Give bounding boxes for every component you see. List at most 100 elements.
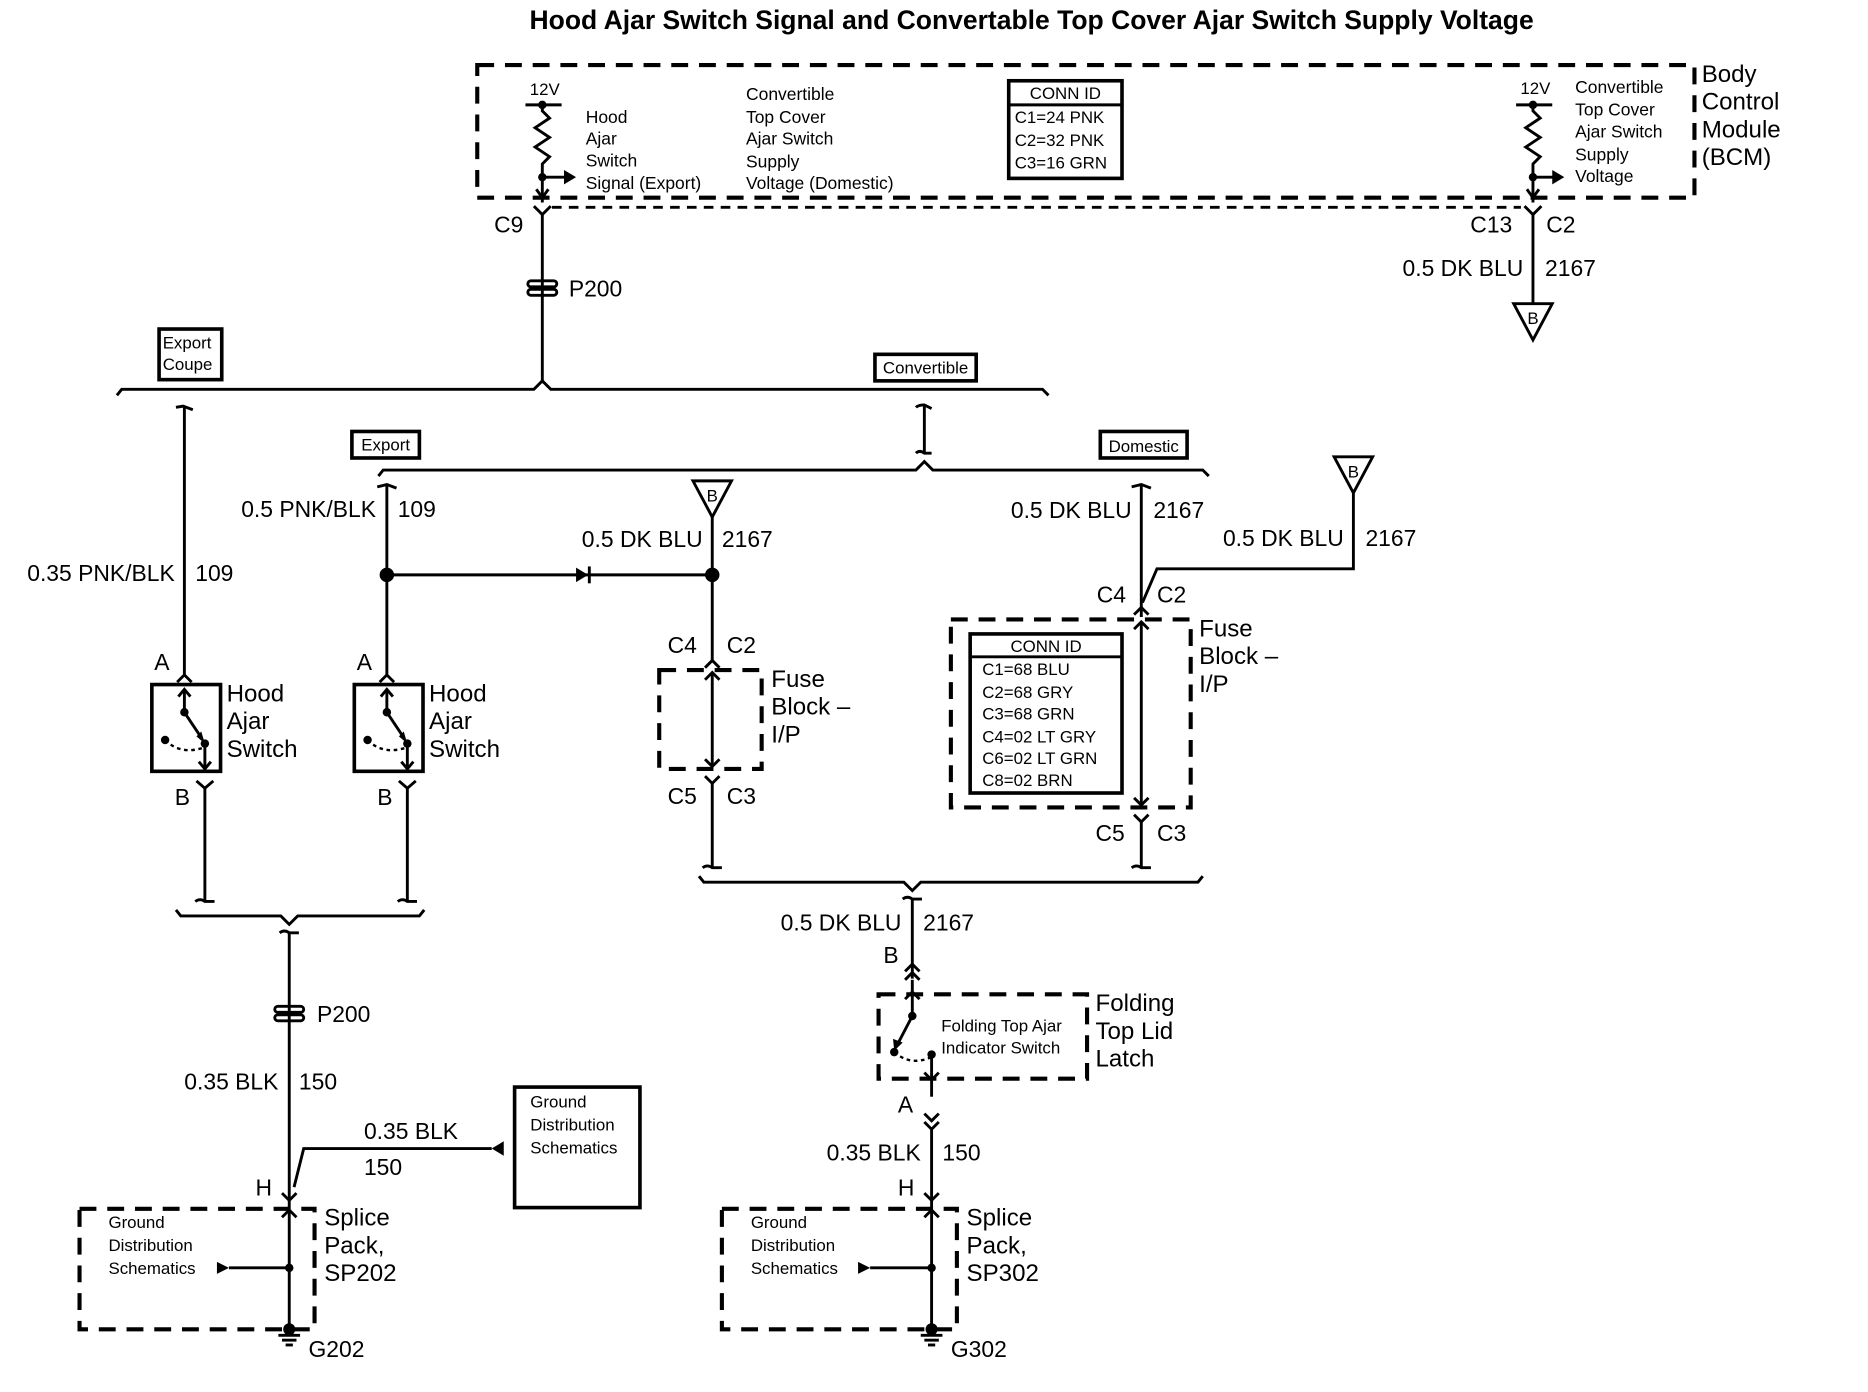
wire-color-label: 0.35 PNK/BLK [27, 560, 175, 586]
hood-signal-text: Switch [586, 150, 637, 170]
wire-circuit-label: 109 [398, 496, 436, 522]
pin-label: B [883, 942, 898, 968]
splice-inner-text: Distribution [751, 1236, 835, 1255]
splice-inner-text: Schematics [751, 1259, 838, 1278]
splice-label: Pack, [967, 1232, 1027, 1259]
ground-label: G302 [951, 1336, 1007, 1362]
pullup-resistor-left-icon: 12V [525, 80, 577, 203]
domestic-b-wire: 0.5 DK BLU 2167 [1141, 492, 1416, 604]
wire-circuit-label: 2167 [1545, 255, 1596, 281]
hood-signal-text: Hood [586, 107, 628, 127]
ground-label: G202 [309, 1336, 365, 1362]
splice-label: P200 [317, 1001, 370, 1027]
wire-color-label: 0.5 PNK/BLK [241, 496, 376, 522]
switch-label: Hood [429, 680, 487, 707]
pin-label: B [175, 784, 190, 810]
latch-inner-text: Folding Top Ajar [941, 1017, 1062, 1036]
ground-g302-icon: G302 [920, 1323, 1007, 1362]
hood-signal-text: Signal (Export) [586, 173, 702, 193]
pin-label: A [898, 1091, 914, 1117]
connector-label: C13 [1470, 212, 1512, 238]
ground-wire-right: 0.35 BLK 150 [827, 1129, 981, 1326]
export-wire: 0.5 PNK/BLK 109 [241, 482, 713, 675]
wire-circuit-label: 2167 [1365, 525, 1416, 551]
conv-supply-text: Voltage [1575, 166, 1633, 186]
diode-icon [576, 566, 591, 584]
export-dkblu-wire: 0.5 DK BLU 2167 [582, 517, 773, 661]
connector-label: C9 [494, 212, 523, 238]
conn-id-header: CONN ID [1030, 84, 1101, 103]
switch-label: Switch [227, 736, 298, 763]
conn-id-row: C3=68 GRN [982, 705, 1074, 724]
bcm-label-line: (BCM) [1702, 144, 1772, 171]
connector-label: C3 [727, 783, 756, 809]
offpage-ref-label: B [1348, 462, 1359, 481]
splice-label: P200 [569, 275, 622, 301]
hood-ajar-switch-left: A Hood Ajar Switch B [150, 649, 298, 903]
fuse-conn-id-table: CONN ID C1=68 BLU C2=68 GRY C3=68 GRN C4… [968, 632, 1124, 795]
fuse-block-label: Fuse [771, 666, 825, 693]
option-badge-domestic: Domestic [1098, 429, 1189, 460]
splice-label: Pack, [324, 1232, 384, 1259]
domestic-wire: 0.5 DK BLU 2167 [1011, 482, 1204, 618]
conv-supply-text: Ajar Switch [1575, 121, 1662, 141]
wire-circuit-label: 2167 [722, 526, 773, 552]
splice-pack-sp202: H Ground Distribution Schematics Splice … [77, 1175, 397, 1332]
conn-id-row: C6=02 LT GRN [982, 749, 1097, 768]
export-offpage-ref-b-icon: B [690, 479, 734, 521]
conv-domestic-text: Ajar Switch [746, 129, 833, 149]
option-text: Export [163, 333, 212, 352]
c9-connector: C9 [494, 205, 552, 384]
ground-bus-left [174, 909, 426, 927]
pin-label: A [357, 649, 373, 675]
offpage-ref-label: B [707, 486, 718, 505]
connector-label: C4 [1097, 582, 1127, 608]
latch-label: Latch [1095, 1046, 1154, 1073]
conn-id-row: C4=02 LT GRY [982, 727, 1096, 746]
ground-wire-left: 0.35 BLK 150 [184, 929, 337, 1326]
ref-box-text: Ground [530, 1093, 586, 1112]
bcm-module: Body Control Module (BCM) 12V Hood Ajar … [475, 61, 1781, 203]
option-text: Coupe [163, 355, 213, 374]
hood-signal-text: Ajar [586, 129, 617, 149]
conv-domestic-text: Supply [746, 152, 800, 172]
option-bus-1 [115, 378, 1050, 397]
switch-body [352, 682, 425, 774]
switch-label: Switch [429, 736, 500, 763]
fuse-block-label: Block – [1199, 643, 1279, 670]
option-text: Convertible [883, 359, 968, 378]
option-text: Domestic [1109, 437, 1179, 456]
wire-circuit-label: 2167 [1153, 497, 1204, 523]
pin-label: A [154, 649, 170, 675]
offpage-ref-b-icon: B [1511, 302, 1555, 343]
latch-label: Top Lid [1095, 1018, 1173, 1045]
wire-color-label: 0.35 BLK [184, 1068, 278, 1094]
fuse-block-label: Block – [771, 694, 851, 721]
switch-body [150, 682, 223, 774]
wire-circuit-label: 150 [942, 1140, 980, 1166]
conv-supply-text: Top Cover [1575, 100, 1655, 120]
connector-label: C2 [1157, 582, 1186, 608]
pin-label: H [255, 1175, 272, 1201]
connector-label: C5 [1095, 820, 1124, 846]
pin-label: H [898, 1175, 915, 1201]
bcm-label-line: Module [1702, 116, 1781, 143]
conv-domestic-text: Voltage (Domestic) [746, 173, 894, 193]
bcm-label-line: Control [1702, 89, 1780, 116]
bcm-conn-id-table: CONN ID C1=24 PNK C2=32 PNK C3=16 GRN [1006, 78, 1124, 181]
wire-color-label: 0.5 DK BLU [1223, 525, 1344, 551]
ground-distribution-ref-box: Ground Distribution Schematics [512, 1085, 642, 1210]
splice-label: SP302 [967, 1260, 1039, 1287]
switch-label: Ajar [227, 708, 270, 735]
p200-bottom-splice-icon: P200 [273, 1001, 370, 1027]
splice-label: Splice [324, 1205, 390, 1232]
fuse-block-right: C4 C2 CONN ID C1=68 BLU C2=68 GRY C3=68 … [948, 582, 1279, 870]
wire-circuit-label: 109 [195, 560, 233, 586]
diagram-title: Hood Ajar Switch Signal and Convertable … [530, 5, 1534, 35]
connector-label: C2 [1546, 212, 1575, 238]
hood-ajar-switch-right: A Hood Ajar Switch B [352, 649, 500, 903]
option-text: Export [361, 436, 410, 455]
ref-box-text: Schematics [530, 1138, 617, 1157]
option-badge-export-coupe: Export Coupe [157, 327, 224, 382]
